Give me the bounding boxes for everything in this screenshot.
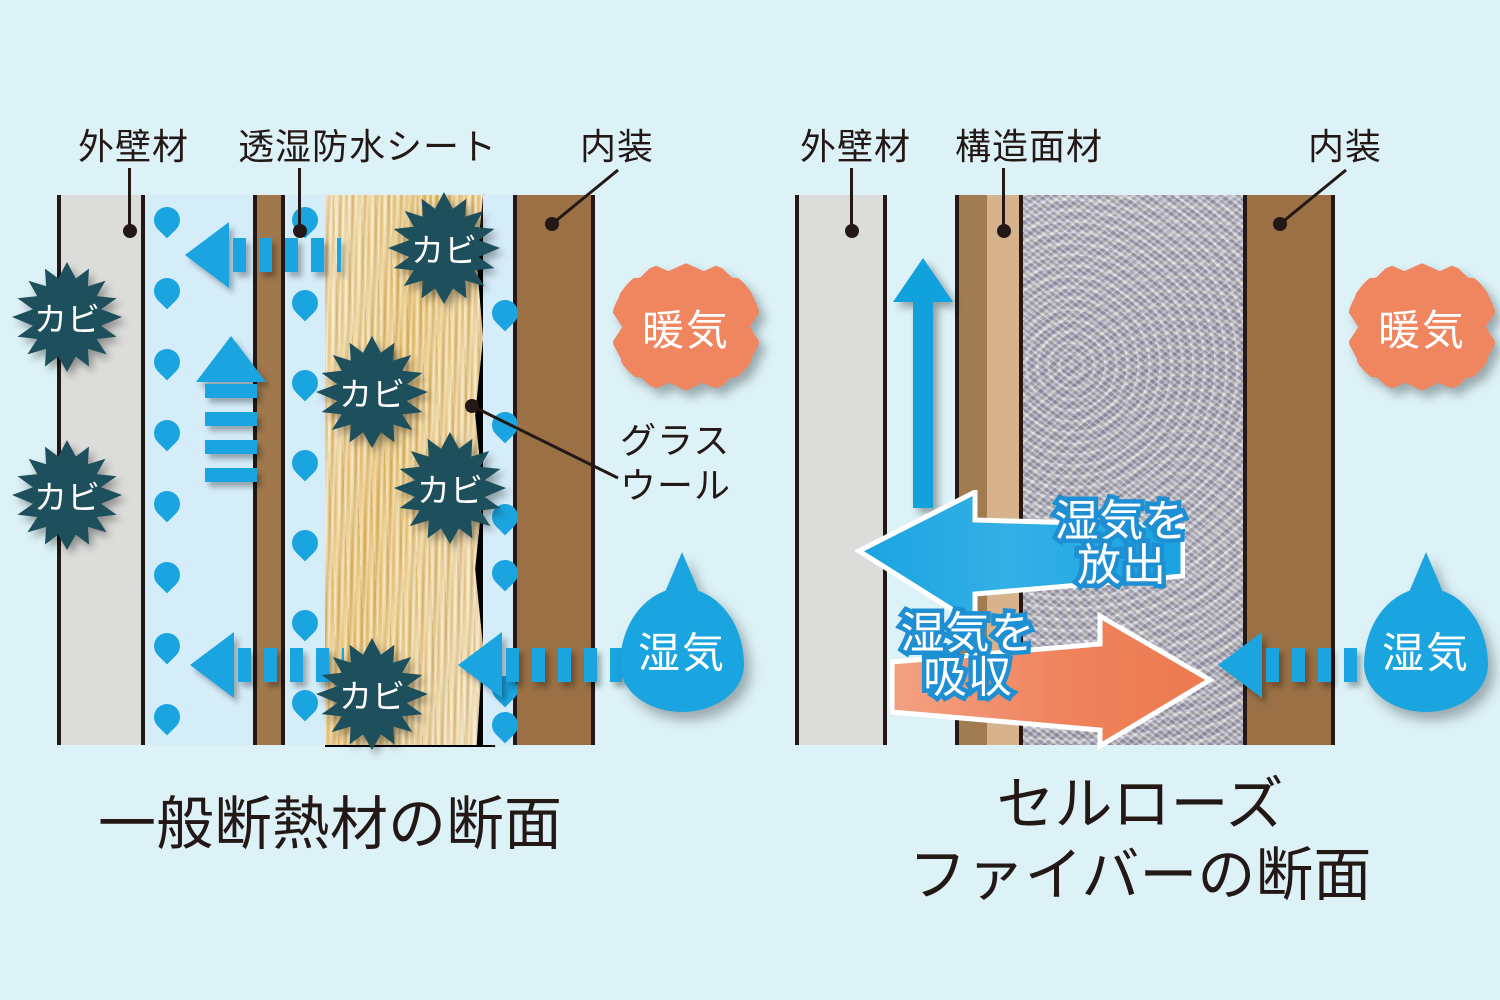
warm-air-label: 暖気 [641,306,730,354]
mold-splat: カビ [316,638,428,750]
callout-label-interior: 内装 [580,126,655,167]
mold-label: カビ [339,376,405,413]
warm-air-label: 暖気 [1377,306,1466,354]
callout-leader-line [128,168,131,230]
arrow-head-icon [185,222,229,288]
arrow-dashes [205,384,257,496]
callout-leader-dot [545,217,559,231]
mold-splat: カビ [12,262,122,372]
mold-splat: カビ [394,432,506,544]
mold-label: カビ [411,232,477,269]
moisture-release-label: 湿気を 放出 [1050,495,1193,592]
callout-label-exterior-wall: 外壁材 [78,126,190,167]
cloud-shape [612,263,760,391]
moisture-release-arrow [855,490,1185,629]
callout-leader-dot [845,224,859,238]
right-panel-caption: セルローズ ファイバーの断面 [908,772,1372,908]
left-panel: カビ カビ カビ カビ カビ カビ 暖気 湿気 [0,0,760,1000]
callout-leader-line [1002,168,1005,230]
mold-label: カビ [339,678,405,715]
mold-label: カビ [417,472,483,509]
callout-leader-dot [293,224,307,238]
mold-splat: カビ [316,336,428,448]
left-panel-caption: 一般断熱材の断面 [97,792,562,857]
arrow-head-icon [190,632,234,698]
arrow-head-icon [458,632,502,698]
mold-splat: カビ [388,192,500,304]
callout-leader-line [298,168,301,230]
callout-label-structural-panel: 構造面材 [955,126,1104,167]
moisture-label: 湿気 [637,629,726,677]
arrow-head-icon [1218,632,1262,698]
moisture-arrow-interior [1218,632,1390,698]
arrow-head-icon [196,336,266,382]
warm-air-badge: 暖気 [1348,262,1496,392]
warm-air-badge: 暖気 [612,262,760,392]
callout-leader-line [471,404,619,480]
callout-label-glass-wool: グラス ウール [620,420,732,506]
right-siding-layer [795,195,887,745]
arrow-dashes [506,648,622,682]
callout-leader-dot [123,224,137,238]
moisture-absorb-label: 湿気を 吸収 [896,607,1039,704]
callout-label-waterproof-sheet: 透湿防水シート [238,126,498,167]
moisture-absorb-arrow [890,611,1215,750]
moisture-arrow-lower-inner [458,632,622,698]
arrow-dashes [233,238,341,272]
callout-leader-line [551,168,619,226]
moisture-arrow-vertical [196,336,266,496]
moisture-badge: 湿気 [1364,588,1488,712]
callout-leader-line [1279,168,1347,226]
right-panel: 湿気を 放出 湿気を 吸収 暖気 湿気 [760,0,1500,1000]
callout-leader-dot [1273,217,1287,231]
moisture-arrow-lower-outer [190,632,344,698]
moisture-badge: 湿気 [620,588,744,712]
callout-leader-line [850,168,853,230]
mold-splat: カビ [12,440,122,550]
callout-label-exterior-wall: 外壁材 [800,126,912,167]
callout-leader-dot [997,224,1011,238]
callout-label-interior: 内装 [1308,126,1383,167]
callout-leader-dot [465,399,479,413]
mold-label: カビ [34,479,100,516]
airflow-up-arrow [893,258,953,508]
moisture-arrow-upper [185,222,341,288]
mold-label: カビ [34,301,100,338]
cloud-shape [1348,263,1496,391]
moisture-label: 湿気 [1381,629,1470,677]
